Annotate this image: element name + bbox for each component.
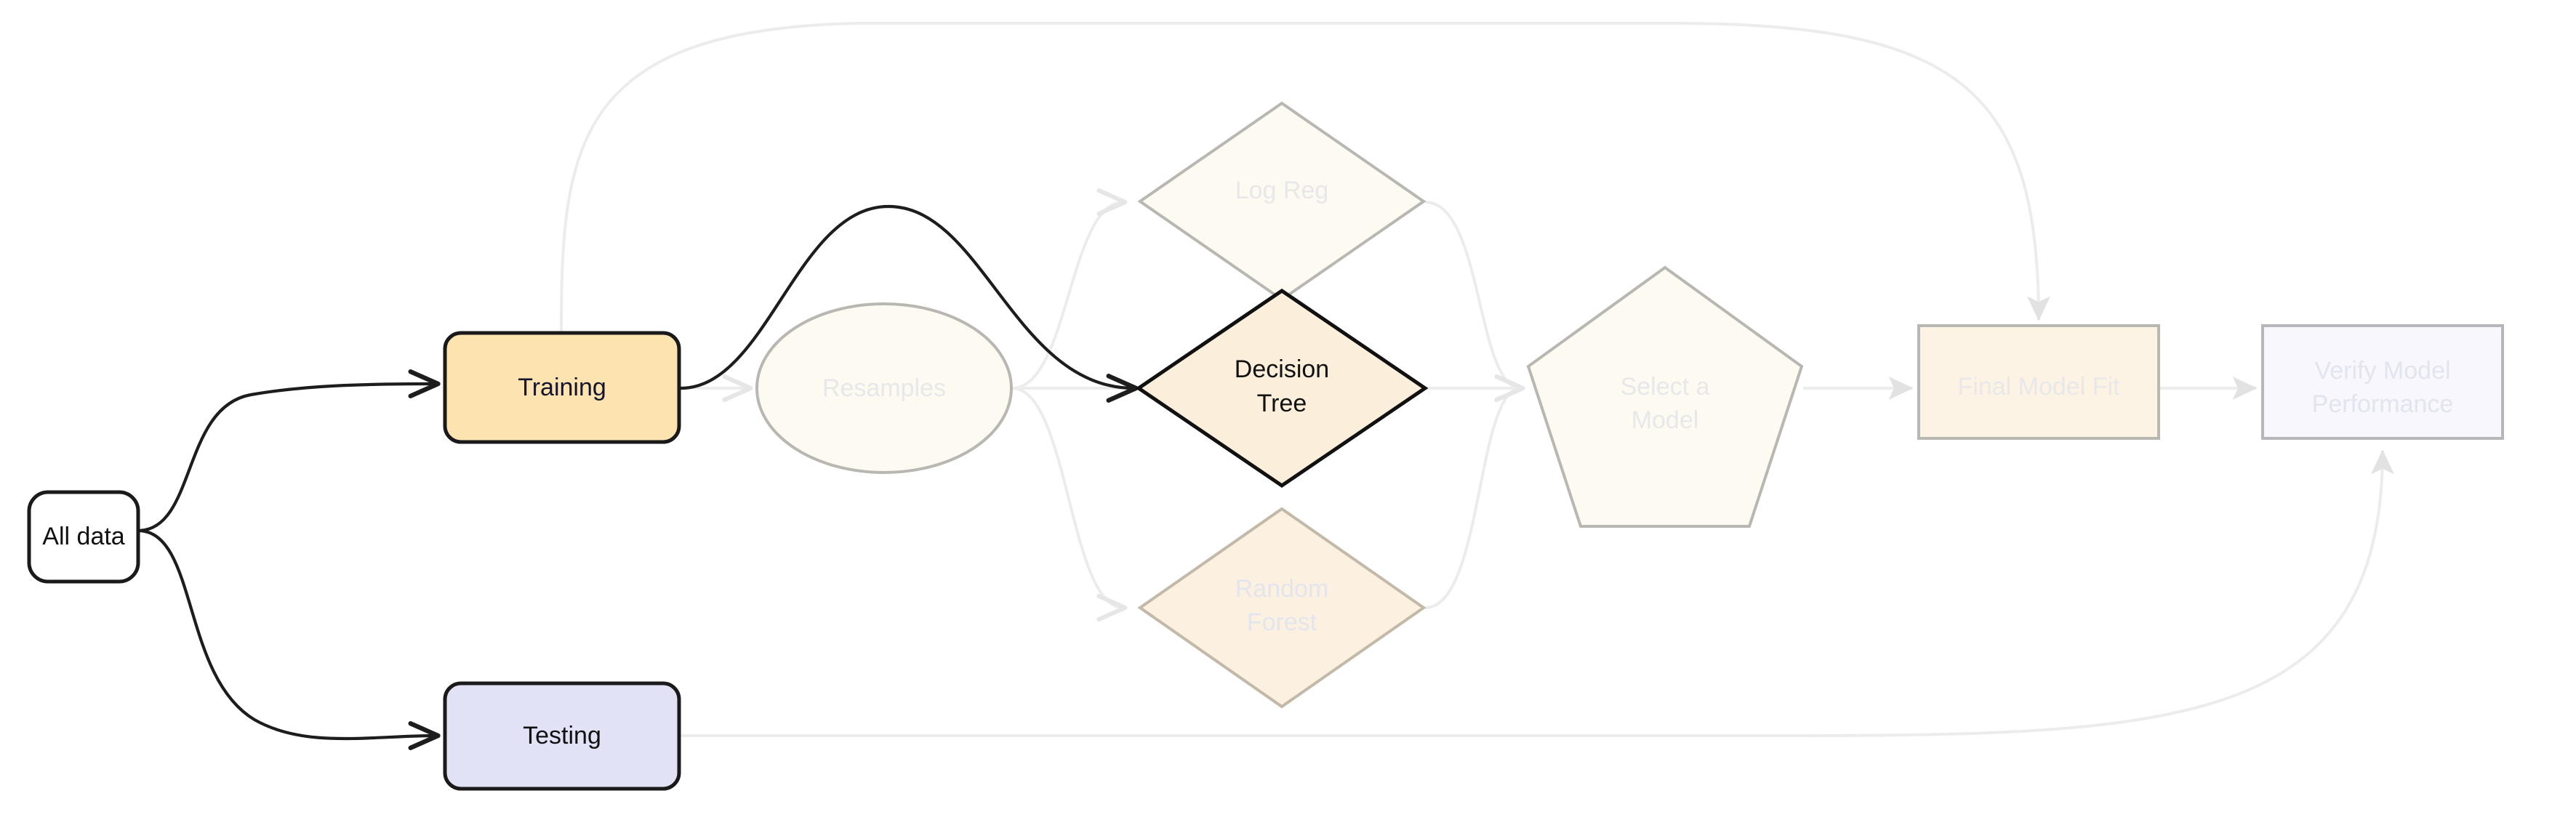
testing-label: Testing (523, 722, 601, 749)
node-random-forest[interactable]: Random Forest (1137, 507, 1427, 709)
select-a-model-label-line-1: Select a (1621, 373, 1710, 401)
final-model-fit-label: Final Model Fit (1958, 373, 2121, 401)
log-reg-label: Log Reg (1235, 177, 1329, 204)
verify-label-line-2: Performance (2312, 390, 2454, 418)
node-final-model-fit[interactable]: Final Model Fit (1917, 324, 2160, 440)
all-data-shape[interactable] (27, 490, 140, 584)
edge-training-to-final-model-fit[interactable] (560, 22, 2050, 334)
node-testing[interactable]: Testing (443, 681, 681, 791)
resamples-label: Resamples (822, 374, 946, 402)
edge-testing-to-verify-model-performance[interactable] (679, 449, 2394, 737)
random-forest-shape[interactable] (1137, 507, 1427, 709)
training-label: Training (518, 374, 606, 401)
decision-tree-label-line-1: Decision (1235, 355, 1329, 383)
resamples-shape[interactable] (755, 302, 1013, 474)
edge-layer (139, 22, 2394, 750)
edge-log-reg-to-select-a-model[interactable] (1424, 201, 1525, 402)
node-log-reg[interactable]: Log Reg (1137, 101, 1427, 302)
verify-label-line-1: Verify Model (2314, 357, 2450, 385)
random-forest-label-line-1: Random (1235, 575, 1329, 603)
edge-all-data-to-testing[interactable] (139, 528, 441, 750)
node-training[interactable]: Training (443, 331, 681, 444)
edge-training-to-decision-tree[interactable] (680, 204, 1139, 403)
node-layer: All data Training Testing Resamples Log … (27, 101, 2504, 791)
select-a-model-label-line-2: Model (1632, 406, 1699, 434)
verify-model-performance-shape[interactable] (2261, 324, 2504, 440)
node-all-data[interactable]: All data (27, 490, 140, 584)
training-shape[interactable] (443, 331, 681, 444)
node-resamples[interactable]: Resamples (755, 302, 1013, 474)
node-select-a-model[interactable]: Select a Model (1526, 265, 1804, 528)
edge-random-forest-to-select-a-model[interactable] (1424, 374, 1525, 609)
edge-resamples-to-random-forest[interactable] (1011, 387, 1128, 622)
select-a-model-shape[interactable] (1526, 265, 1804, 528)
edge-all-data-to-training[interactable] (139, 369, 441, 533)
all-data-label: All data (42, 523, 124, 550)
testing-shape[interactable] (443, 681, 681, 791)
edge-resamples-to-log-reg[interactable] (1011, 188, 1128, 390)
final-model-fit-shape[interactable] (1917, 324, 2160, 440)
decision-tree-shape[interactable] (1135, 288, 1429, 489)
node-verify-model-performance[interactable]: Verify Model Performance (2261, 324, 2504, 440)
random-forest-label-line-2: Forest (1247, 608, 1317, 636)
decision-tree-label-line-2: Tree (1257, 390, 1307, 417)
node-decision-tree[interactable]: Decision Tree (1135, 288, 1429, 489)
